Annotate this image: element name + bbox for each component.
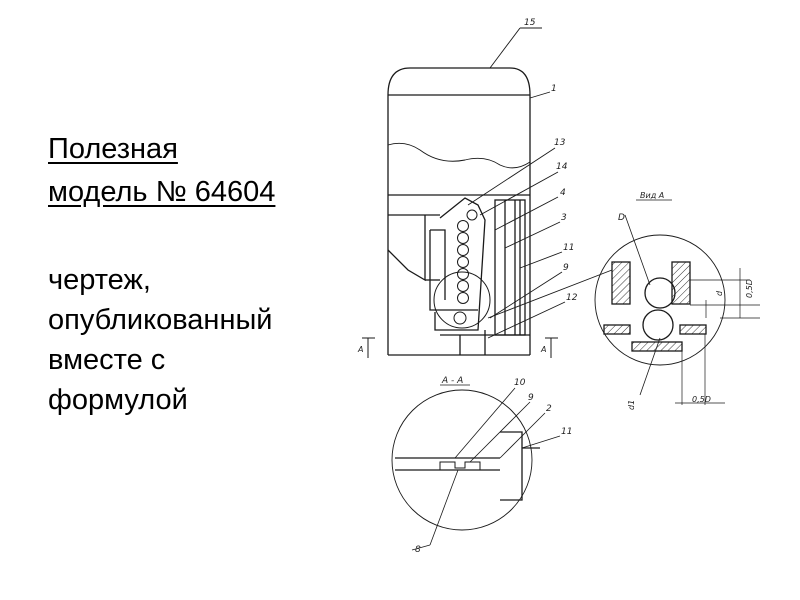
part-label-9: 9 xyxy=(563,263,569,273)
dimension-half-d-side: 0,5D xyxy=(745,279,754,298)
description-line-3: вместе с xyxy=(48,344,166,376)
dimension-small-d: d xyxy=(715,290,724,296)
section-mark-left: А xyxy=(357,345,363,354)
section-marks xyxy=(362,337,558,358)
view-a-label: Вид А xyxy=(640,191,664,200)
dimension-d1: d1 xyxy=(627,400,636,410)
section-a-a-label: А - А xyxy=(441,376,463,386)
leader-lines xyxy=(467,27,613,339)
part-label-10: 10 xyxy=(514,378,526,388)
detail-view-a xyxy=(594,199,760,405)
dimension-d-label: D xyxy=(618,213,625,223)
part-label-11b: 11 xyxy=(561,427,572,437)
description-line-1: чертеж, xyxy=(48,264,151,296)
part-label-15: 15 xyxy=(524,18,536,28)
apparatus-body xyxy=(387,67,531,356)
description-line-4: формулой xyxy=(48,384,188,416)
part-label-13: 13 xyxy=(554,138,566,148)
title-line-2: модель № 64604 xyxy=(48,176,276,208)
dimension-half-d-bottom: 0,5D xyxy=(692,395,711,404)
part-label-12: 12 xyxy=(566,293,578,303)
part-label-3: 3 xyxy=(561,213,567,223)
technical-drawing: 15 1 13 14 4 3 11 9 12 10 9 2 11 8 Вид А… xyxy=(357,18,760,555)
part-label-1: 1 xyxy=(551,84,557,94)
part-label-9b: 9 xyxy=(528,393,534,403)
slide-description: чертеж, опубликованный вместе с формулой xyxy=(48,260,348,420)
ball-stack xyxy=(453,209,478,325)
description-line-2: опубликованный xyxy=(48,304,273,336)
section-mark-right: А xyxy=(540,345,546,354)
title-line-1: Полезная xyxy=(48,133,178,165)
slide-title: Полезная модель № 64604 xyxy=(48,128,348,214)
part-label-4: 4 xyxy=(560,188,566,198)
part-label-2: 2 xyxy=(546,404,552,414)
section-a-a xyxy=(391,384,561,551)
part-label-8: 8 xyxy=(415,545,421,555)
drawing-labels: 15 1 13 14 4 3 11 9 12 10 9 2 11 8 Вид А… xyxy=(357,18,754,555)
part-label-11: 11 xyxy=(563,243,574,253)
part-label-14: 14 xyxy=(556,162,568,172)
